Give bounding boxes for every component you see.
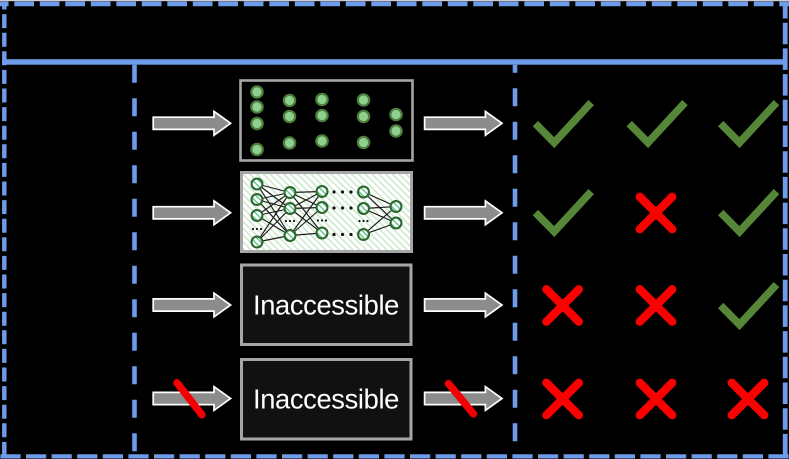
svg-text:Inaccessible: Inaccessible — [253, 384, 399, 415]
svg-text:Inaccessible: Inaccessible — [253, 289, 399, 320]
